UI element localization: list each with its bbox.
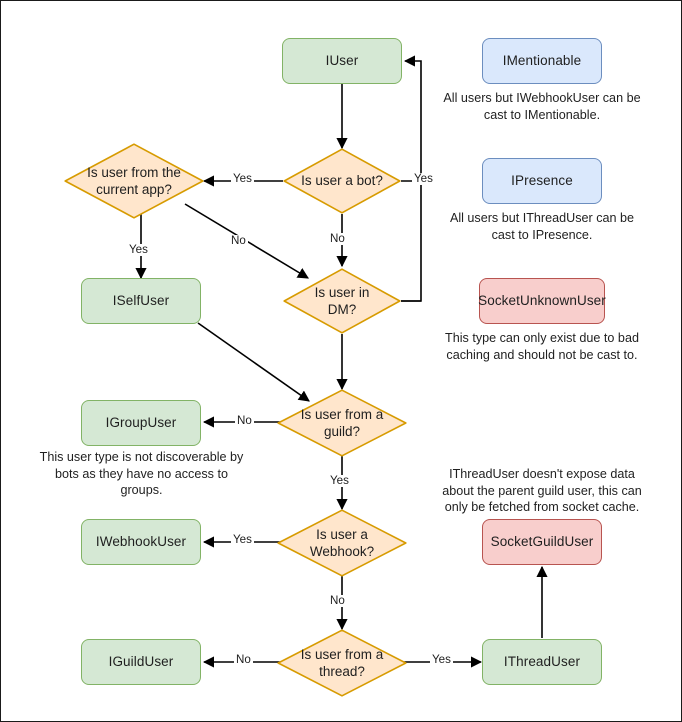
node-iguilduser[interactable]: IGuildUser — [81, 639, 201, 685]
diamond-shape-is-user-from-current-app — [64, 143, 204, 219]
node-ithreaduser[interactable]: IThreadUser — [482, 639, 602, 685]
node-ipresence-label: IPresence — [511, 173, 573, 189]
node-socketguilduser-label: SocketGuildUser — [490, 534, 594, 550]
edge-label-webhook-no: No — [328, 594, 347, 607]
edge-label-currentapp-yes: Yes — [127, 243, 150, 256]
node-is-user-a-bot[interactable]: Is user a bot? — [283, 148, 401, 214]
node-iselfuser[interactable]: ISelfUser — [81, 278, 201, 324]
edge-isdm-yes-riser — [401, 181, 422, 302]
node-is-user-in-dm[interactable]: Is user in DM? — [283, 268, 401, 334]
note-ipresence: All users but IThreadUser can be cast to… — [449, 211, 635, 242]
edge-label-guild-yes: Yes — [328, 474, 351, 487]
node-igroupuser-label: IGroupUser — [105, 415, 177, 431]
node-is-user-from-a-thread[interactable]: Is user from a thread? — [277, 629, 407, 697]
edge-label-bot-yes: Yes — [231, 172, 254, 185]
diamond-shape-is-user-from-a-thread — [277, 629, 407, 697]
edge-label-thread-yes: Yes — [430, 653, 453, 666]
node-ipresence[interactable]: IPresence — [482, 158, 602, 204]
node-is-user-from-current-app-label: Is user from the current app? — [87, 164, 181, 197]
node-iselfuser-label: ISelfUser — [112, 293, 170, 309]
node-socketunknownuser[interactable]: SocketUnknownUser — [478, 278, 606, 324]
node-ithreaduser-label: IThreadUser — [503, 654, 581, 670]
node-socketguilduser[interactable]: SocketGuildUser — [482, 519, 602, 565]
node-is-user-in-dm-label: Is user in DM? — [314, 284, 370, 317]
node-is-user-a-webhook[interactable]: Is user a Webhook? — [277, 509, 407, 577]
node-socketunknownuser-label: SocketUnknownUser — [478, 293, 606, 309]
node-imentionable-label: IMentionable — [502, 53, 582, 69]
node-iuser[interactable]: IUser — [282, 38, 402, 84]
edge-label-guild-no: No — [235, 414, 254, 427]
note-imentionable: All users but IWebhookUser can be cast t… — [443, 91, 641, 122]
node-is-user-from-a-thread-label: Is user from a thread? — [300, 646, 384, 679]
node-iwebhookuser-label: IWebhookUser — [95, 534, 187, 550]
node-iuser-label: IUser — [325, 53, 359, 69]
node-is-user-a-webhook-label: Is user a Webhook? — [309, 526, 375, 559]
diamond-shape-is-user-a-bot — [283, 148, 401, 214]
edge-label-dm-yes: Yes — [412, 172, 435, 185]
node-iguilduser-label: IGuildUser — [108, 654, 174, 670]
diamond-shape-is-user-in-dm — [283, 268, 401, 334]
note-socketguilduser: IThreadUser doesn't expose data about th… — [442, 467, 642, 515]
node-is-user-a-bot-label: Is user a bot? — [301, 173, 383, 189]
note-igroupuser: This user type is not discoverable by bo… — [39, 450, 244, 498]
diamond-shape-is-user-a-webhook — [277, 509, 407, 577]
node-igroupuser[interactable]: IGroupUser — [81, 400, 201, 446]
node-imentionable[interactable]: IMentionable — [482, 38, 602, 84]
node-iwebhookuser[interactable]: IWebhookUser — [81, 519, 201, 565]
edge-label-webhook-yes: Yes — [231, 533, 254, 546]
note-socketunknownuser: This type can only exist due to bad cach… — [445, 331, 639, 362]
node-is-user-from-a-guild-label: Is user from a guild? — [300, 406, 384, 439]
edge-label-thread-no: No — [234, 653, 253, 666]
edge-isbot-yes-to-iuser — [401, 55, 422, 182]
node-is-user-from-current-app[interactable]: Is user from the current app? — [64, 143, 204, 219]
diamond-shape-is-user-from-a-guild — [277, 389, 407, 457]
edge-label-bot-no: No — [328, 232, 347, 245]
edge-label-currentapp-no: No — [229, 234, 248, 247]
node-is-user-from-a-guild[interactable]: Is user from a guild? — [277, 389, 407, 457]
